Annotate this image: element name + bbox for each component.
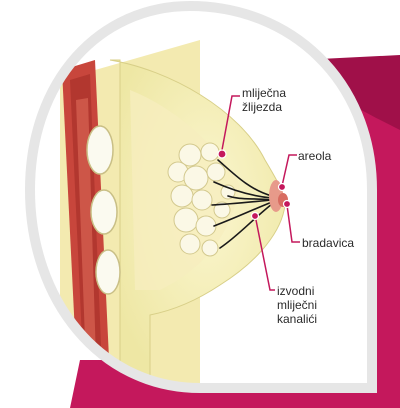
label-milk-ducts: izvodni mliječni kanalići: [277, 284, 317, 326]
label-areola: areola: [298, 149, 331, 163]
label-nipple: bradavica: [302, 236, 354, 250]
rib-1: [87, 126, 113, 174]
label-mammary-gland: mliječna žlijezda: [242, 86, 286, 114]
rib-2: [91, 190, 117, 234]
label-mammary-gland-line2: žlijezda: [242, 100, 286, 114]
label-milk-ducts-line1: izvodni: [277, 284, 317, 298]
rib-3: [96, 250, 120, 294]
label-milk-ducts-line2: mliječni: [277, 298, 317, 312]
label-milk-ducts-line3: kanalići: [277, 312, 317, 326]
label-mammary-gland-line1: mliječna: [242, 86, 286, 100]
